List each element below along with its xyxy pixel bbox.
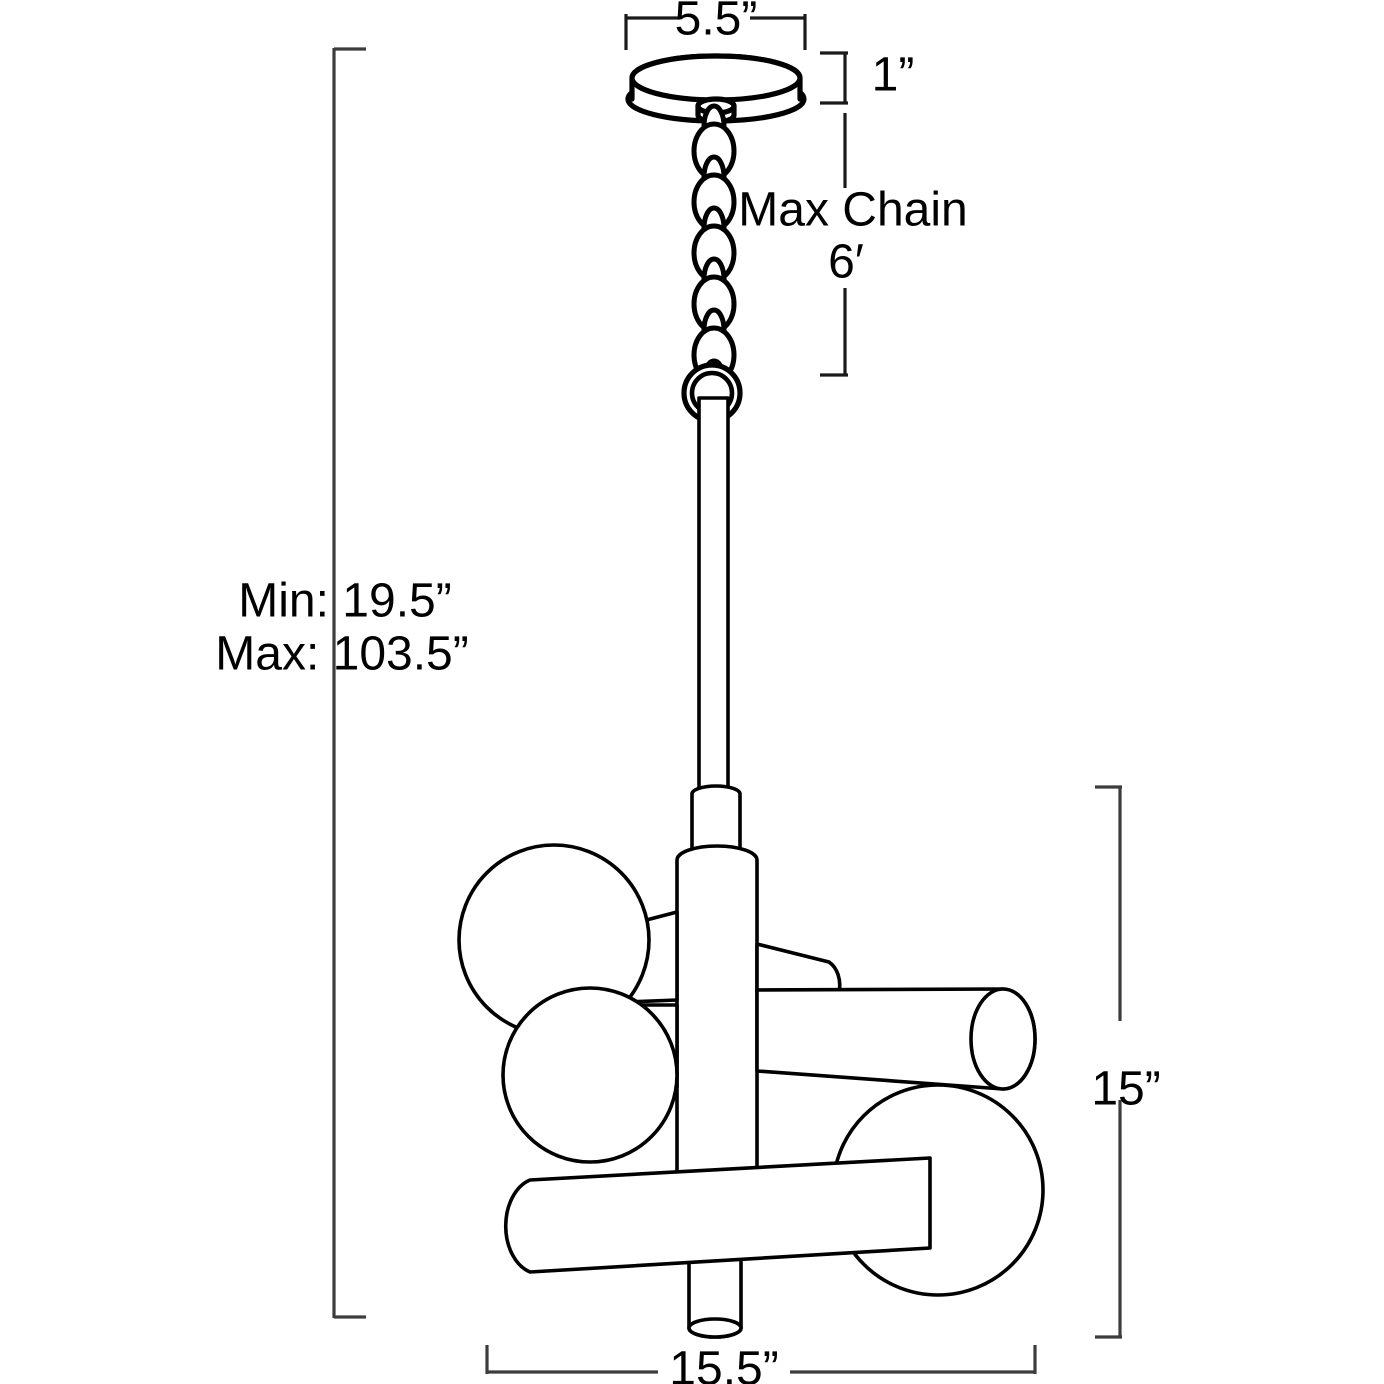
canopy-height-label: 1” [872,49,915,102]
dimension-max-chain: Max Chain 6′ [738,113,968,377]
body-bottom-cap [687,1317,743,1339]
dimension-canopy-height: 1” [820,49,915,105]
canopy-width-label: 5.5” [675,0,758,46]
arm-left-group [501,986,679,1164]
arm-lower [503,1156,932,1274]
dimension-fixture-height: 15” [1091,785,1161,1339]
fixture-height-label: 15” [1091,1063,1160,1116]
canopy-top-ellipse [629,53,803,103]
max-chain-label: Max Chain [738,184,967,237]
body-cylinder [675,844,759,1187]
chain [691,103,737,404]
downrod-assembly [675,396,759,1339]
dimension-canopy-width: 5.5” [624,0,807,50]
arm-upper-right-end-cap [969,987,1037,1091]
overall-max-label: Max: 103.5” [215,628,468,681]
fixture-width-label: 15.5” [669,1343,778,1384]
arm-upper-right-group [755,942,1037,1091]
arm-upper-right-riser [755,942,842,994]
downrod [697,396,730,790]
max-chain-value: 6′ [828,236,864,289]
dimension-overall-height: Min: 19.5” Max: 103.5” [215,47,469,1319]
dimension-fixture-width: 15.5” [485,1343,1037,1384]
collar [690,784,742,857]
globe-left [501,986,679,1164]
canopy [625,53,807,125]
arm-lower-group [503,1083,1045,1297]
overall-min-label: Min: 19.5” [238,575,451,628]
